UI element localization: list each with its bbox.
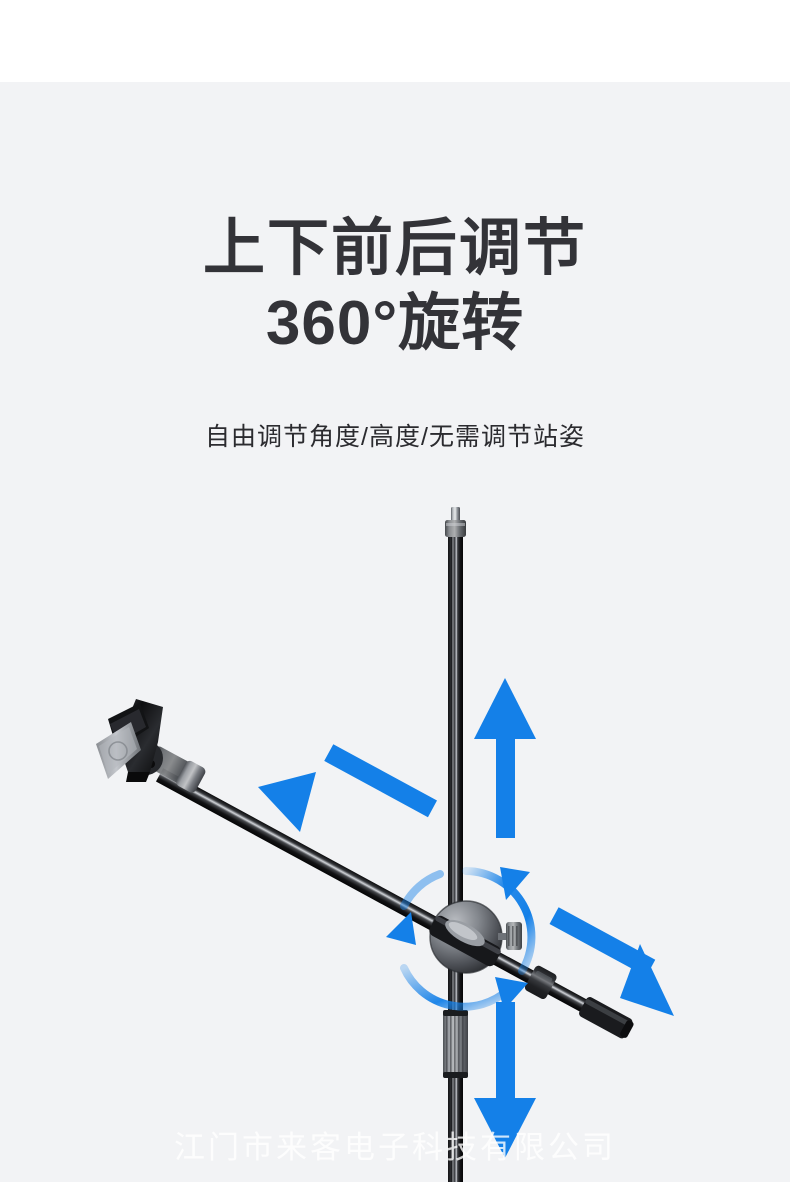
page-title-line-1: 上下前后调节 [202,214,587,283]
page-subtitle: 自由调节角度/高度/无需调节站姿 [205,423,585,451]
arrow-down [474,1002,536,1158]
main-canvas: 上下前后调节 360°旋转 自由调节角度/高度/无需调节站姿 [0,82,790,1182]
rotation-hub[interactable] [427,900,503,974]
arrow-up [474,678,536,838]
rotation-arc [386,867,536,1011]
vertical-pole [448,522,463,1182]
top-white-band [0,0,790,82]
mic-clip-holder[interactable] [96,699,207,794]
arrow-down-right [549,907,674,1016]
boom-clamp[interactable] [523,964,557,1000]
hub-knob[interactable] [498,922,522,950]
page-title-line-2: 360°旋转 [265,289,525,358]
pole-top-cap [445,507,466,537]
boom-end-cap [579,997,634,1039]
height-collar[interactable] [443,1010,468,1078]
arrow-up-left [258,744,438,832]
product-illustration [96,507,674,1182]
